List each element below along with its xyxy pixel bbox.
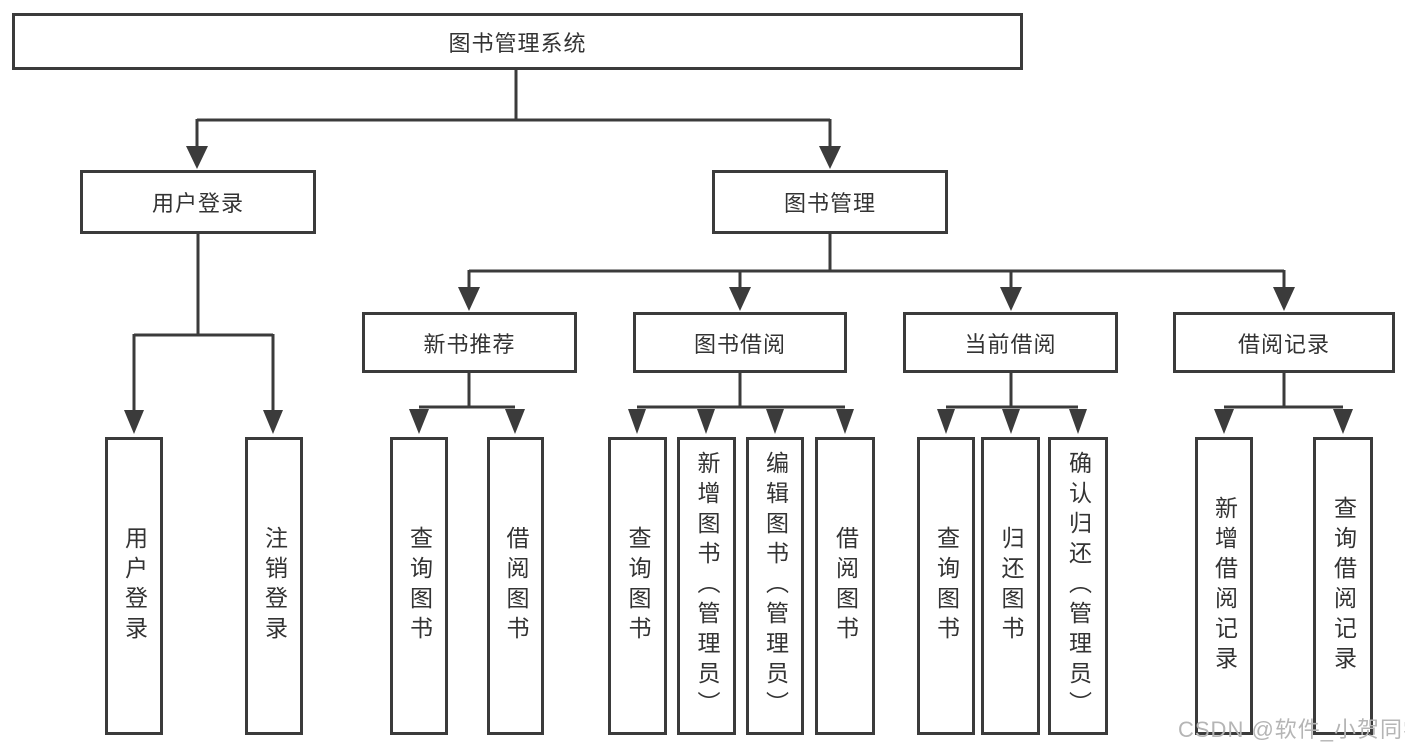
node-query-books-current: 查询图书 (917, 437, 975, 735)
node-logout-label: 注销登录 (261, 526, 288, 646)
node-query-books-borrowing-label: 查询图书 (625, 526, 651, 646)
node-query-books-recommend-label: 查询图书 (406, 526, 433, 646)
node-query-books-current-label: 查询图书 (933, 526, 960, 646)
node-borrow-books-recommend: 借阅图书 (487, 437, 544, 735)
watermark: CSDN @软件_小贺同学 (1178, 717, 1405, 742)
node-borrow-books-borrowing-label: 借阅图书 (832, 526, 859, 646)
node-query-books-recommend: 查询图书 (390, 437, 448, 735)
node-add-books-admin-label: 新增图书（管理员） (694, 451, 720, 721)
node-logout: 注销登录 (245, 437, 303, 735)
node-new-book-recommend: 新书推荐 (362, 312, 577, 373)
node-user-login-leaf: 用户登录 (105, 437, 163, 735)
node-edit-books-admin: 编辑图书（管理员） (746, 437, 804, 735)
node-current-borrowing: 当前借阅 (903, 312, 1118, 373)
node-book-management: 图书管理 (712, 170, 948, 234)
node-confirm-return-admin-label: 确认归还（管理员） (1065, 451, 1092, 721)
node-user-login: 用户登录 (80, 170, 316, 234)
node-query-books-borrowing: 查询图书 (608, 437, 667, 735)
node-add-borrow-record: 新增借阅记录 (1195, 437, 1253, 735)
node-edit-books-admin-label: 编辑图书（管理员） (762, 451, 789, 721)
node-borrow-books-borrowing: 借阅图书 (815, 437, 875, 735)
node-query-borrow-record-label: 查询借阅记录 (1330, 496, 1357, 676)
node-borrow-records: 借阅记录 (1173, 312, 1395, 373)
node-return-books-label: 归还图书 (998, 526, 1024, 646)
node-query-borrow-record: 查询借阅记录 (1313, 437, 1373, 735)
node-borrow-books-recommend-label: 借阅图书 (503, 526, 529, 646)
node-add-borrow-record-label: 新增借阅记录 (1211, 496, 1238, 676)
node-user-login-leaf-label: 用户登录 (121, 526, 148, 646)
node-confirm-return-admin: 确认归还（管理员） (1048, 437, 1108, 735)
node-book-borrowing: 图书借阅 (633, 312, 847, 373)
node-add-books-admin: 新增图书（管理员） (677, 437, 736, 735)
node-return-books: 归还图书 (981, 437, 1040, 735)
node-book-management-system: 图书管理系统 (12, 13, 1023, 70)
